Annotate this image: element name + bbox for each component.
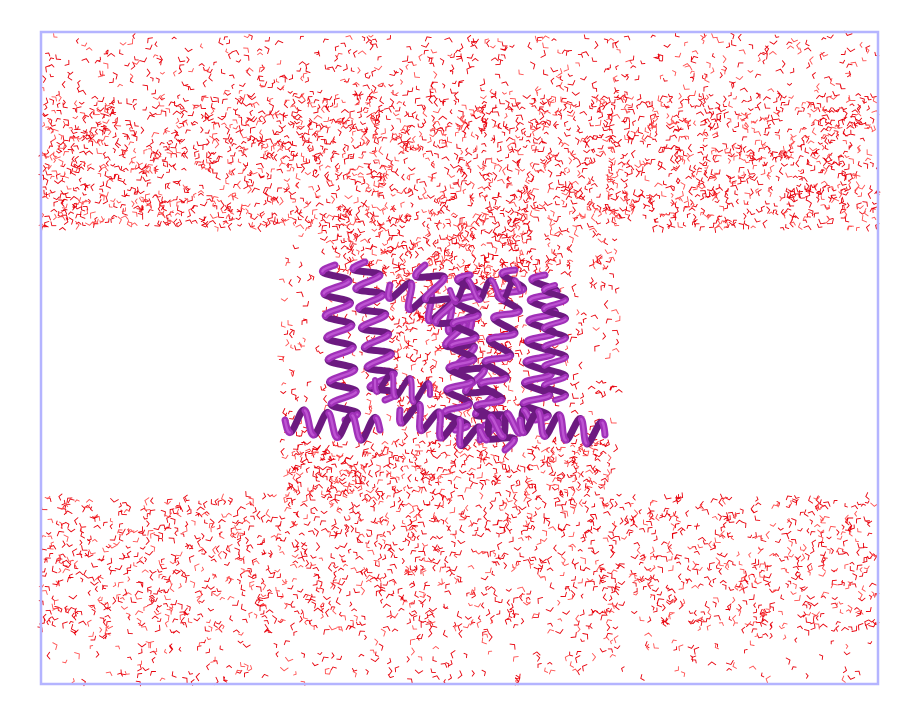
lower-water-slab [37,491,880,687]
simulation-box-outline [39,30,880,686]
protein-helical-bundle [281,258,609,454]
upper-water-slab [38,30,881,233]
